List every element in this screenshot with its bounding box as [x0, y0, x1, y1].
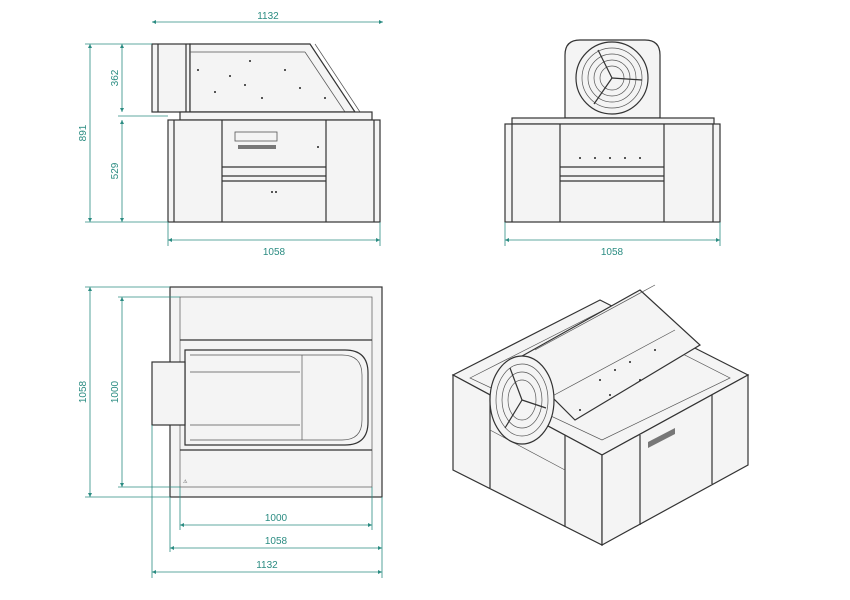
warning-icon: ⚠: [183, 479, 188, 485]
dim-front-overall-width: 1132: [257, 11, 279, 22]
logo: [648, 428, 675, 448]
front-view: [151, 43, 381, 223]
isometric-view: [451, 284, 750, 547]
top-view: ⚠: [151, 286, 383, 498]
dim-top-inner-width: 1000: [265, 513, 288, 524]
side-view: [504, 39, 721, 223]
dim-lower-height: 529: [110, 162, 121, 179]
front-view-dimensions: 1132 891 362 529 1058: [78, 11, 383, 258]
logo: [234, 131, 278, 149]
dim-front-base-width: 1058: [263, 247, 286, 258]
dim-top-outer-depth: 1058: [78, 380, 89, 403]
fan-icon: [575, 41, 649, 115]
dim-top-inner-depth: 1000: [110, 380, 121, 403]
dim-top-overall-width: 1132: [256, 560, 278, 571]
top-view-dimensions: 1058 1000 1000 1058 1132: [78, 286, 383, 578]
side-view-dimensions: 1058: [504, 222, 721, 258]
dim-top-base-width: 1058: [265, 536, 288, 547]
dim-side-base-width: 1058: [601, 247, 624, 258]
dim-total-height: 891: [78, 124, 89, 141]
dim-upper-height: 362: [110, 69, 121, 86]
